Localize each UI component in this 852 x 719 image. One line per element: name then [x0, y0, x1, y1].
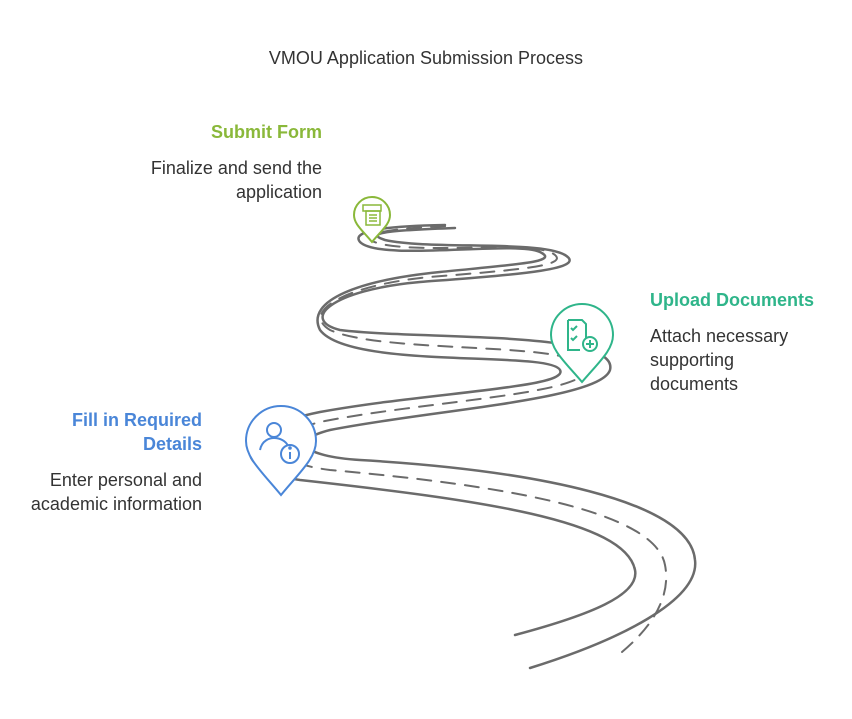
road-outer-edge [304, 226, 697, 670]
step-submit-description: Finalize and send the application [150, 158, 322, 202]
step-submit-title: Submit Form [211, 122, 322, 142]
step-fill-title: Fill in Required Details [71, 410, 202, 454]
marker-submit-form [352, 196, 392, 244]
form-icon [362, 204, 382, 226]
step-upload-title: Upload Documents [650, 290, 815, 310]
diagram-title: VMOU Application Submission Process [268, 48, 584, 68]
step-upload-description: Attach necessary supporting documents [650, 326, 789, 394]
marker-upload-documents [549, 303, 615, 384]
document-add-icon [567, 319, 598, 352]
step-fill-description: Enter personal and academic information [30, 470, 202, 514]
road-center-line [277, 225, 668, 653]
person-info-icon [259, 422, 300, 464]
marker-fill-details [244, 405, 318, 497]
